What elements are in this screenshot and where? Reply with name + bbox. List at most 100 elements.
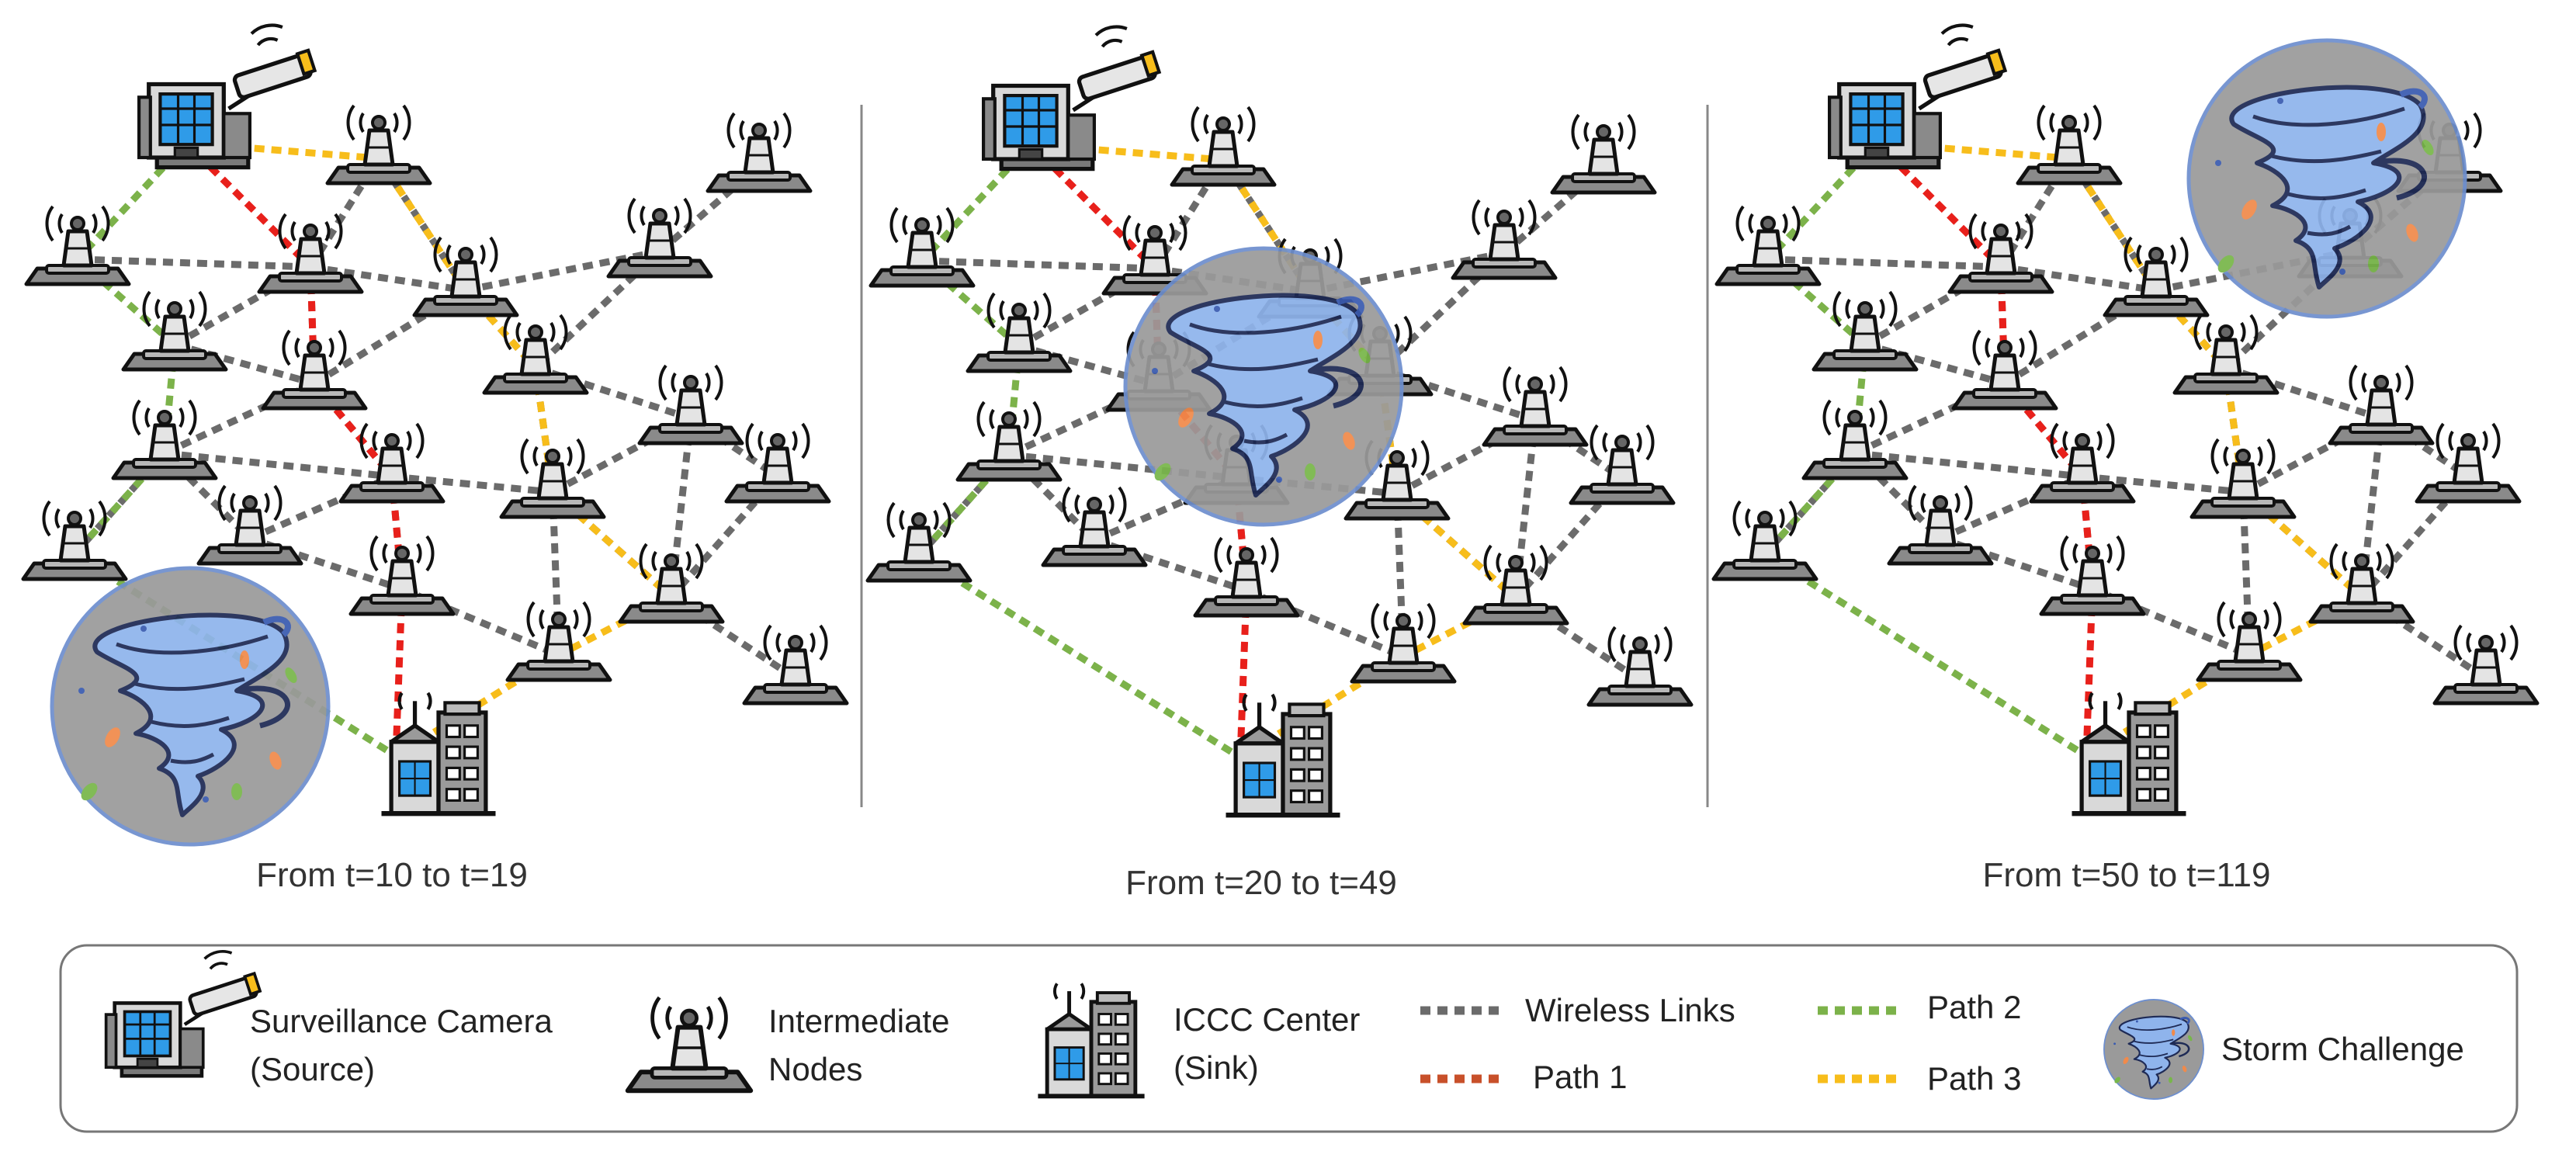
wireless-link <box>164 449 393 480</box>
wireless-link <box>172 264 313 348</box>
wireless-link <box>1245 587 1405 660</box>
legend-nodes-line2: Nodes <box>768 1051 862 1087</box>
wireless-link <box>400 585 560 659</box>
path2-link <box>917 553 1243 761</box>
path1-link <box>1874 140 2004 270</box>
building-camera-icon <box>983 27 1159 169</box>
tornado-storm-icon <box>1125 248 1402 525</box>
antenna-tower-icon <box>1589 627 1691 705</box>
legend-path1-label: Path 1 <box>1533 1059 1627 1095</box>
wireless-link <box>532 248 663 371</box>
antenna-tower-icon <box>1352 604 1454 681</box>
antenna-tower-icon <box>2435 626 2537 703</box>
wireless-link <box>2002 287 2158 387</box>
antenna-tower-icon <box>1172 107 1274 185</box>
antenna-tower-icon <box>726 424 829 501</box>
antenna-tower-icon <box>341 424 443 501</box>
wireless-link <box>310 263 466 294</box>
network-panel-3 <box>1714 26 2537 814</box>
legend: Surveillance Camera (Source) Intermediat… <box>59 944 2519 1133</box>
path1-link <box>1236 590 1250 758</box>
antenna-tower-icon <box>123 292 226 369</box>
antenna-tower-icon <box>414 237 517 315</box>
legend-path2-label: Path 2 <box>1927 989 2021 1025</box>
path3-link <box>1030 140 1224 164</box>
antenna-tower-icon <box>2018 106 2120 183</box>
building-camera-icon <box>139 26 314 168</box>
antenna-tower-icon <box>1954 331 2056 408</box>
wireless-link <box>921 257 1156 272</box>
wireless-link <box>1154 265 1311 296</box>
wireless-link <box>2358 418 2385 598</box>
panel-caption-1: From t=10 to t=19 <box>256 856 528 894</box>
antenna-tower-icon <box>744 626 847 703</box>
path3-link <box>1876 139 2070 162</box>
wireless-link <box>1853 380 2006 457</box>
path1-link <box>392 588 406 757</box>
wireless-link <box>2000 263 2157 294</box>
antenna-tower-icon <box>263 331 366 408</box>
wireless-link <box>1854 449 2083 480</box>
wireless-link <box>1863 264 2003 348</box>
antenna-tower-icon <box>2417 424 2519 501</box>
wireless-link <box>916 452 1012 558</box>
antenna-tower-icon <box>708 113 810 191</box>
wireless-link <box>2066 156 2159 293</box>
wireless-link <box>71 451 168 556</box>
legend-camera-line2: (Source) <box>250 1051 375 1087</box>
wireless-link <box>1512 419 1539 599</box>
panel-caption-3: From t=50 to t=119 <box>1983 856 2271 894</box>
antenna-tower-icon <box>1950 214 2052 292</box>
antenna-tower-icon <box>328 106 430 183</box>
legend-storm-label: Storm Challenge <box>2221 1031 2464 1067</box>
wireless-link <box>2223 248 2353 371</box>
network-panel-1 <box>23 26 847 844</box>
tornado-storm-icon <box>2189 40 2465 317</box>
wireless-link <box>391 473 553 496</box>
antenna-tower-icon <box>2031 424 2134 501</box>
network-panel-2 <box>868 27 1691 816</box>
path2-link <box>1763 551 2089 759</box>
path1-link <box>1028 141 1158 272</box>
tornado-storm-icon <box>2103 998 2205 1101</box>
panel-caption-2: From t=20 to t=49 <box>1125 864 1397 902</box>
network-panels <box>23 26 2537 844</box>
antenna-tower-icon <box>1571 425 1673 503</box>
legend-wireless-label: Wireless Links <box>1525 992 1735 1028</box>
wireless-link <box>376 156 469 293</box>
legend-sink-line2: (Sink) <box>1174 1049 1259 1086</box>
antenna-tower-icon <box>1552 115 1655 192</box>
tornado-storm-icon <box>52 568 328 844</box>
antenna-tower-icon <box>1814 292 1916 369</box>
legend-camera-line1: Surveillance Camera <box>250 1003 553 1039</box>
wireless-link <box>1762 451 1858 556</box>
antenna-tower-icon <box>501 439 604 517</box>
legend-sink-line1: ICCC Center <box>1174 1001 1360 1038</box>
antenna-tower-icon <box>968 293 1070 371</box>
antenna-tower-icon <box>508 602 610 680</box>
wireless-link <box>163 380 316 457</box>
path1-link <box>2082 588 2096 757</box>
antenna-tower-icon <box>2198 602 2300 680</box>
wireless-link <box>550 415 693 495</box>
wireless-link <box>2241 415 2384 495</box>
legend-nodes-line1: Intermediate <box>768 1003 949 1039</box>
wireless-link <box>1767 255 2002 271</box>
path3-link <box>185 139 380 162</box>
antenna-tower-icon <box>1453 200 1555 278</box>
wireless-link <box>2082 473 2244 496</box>
antenna-tower-icon <box>2175 315 2277 393</box>
wireless-link <box>77 255 311 271</box>
legend-path3-label: Path 3 <box>1927 1060 2021 1097</box>
antenna-tower-icon <box>2105 237 2207 315</box>
wireless-link <box>1007 381 1160 459</box>
wireless-link <box>667 418 695 598</box>
wireless-link <box>1395 417 1538 497</box>
antenna-tower-icon <box>484 315 587 393</box>
antenna-tower-icon <box>608 199 711 276</box>
wireless-link <box>1017 265 1157 349</box>
antenna-tower-icon <box>2192 439 2294 517</box>
building-camera-icon <box>1829 26 2005 168</box>
wireless-link <box>312 287 468 387</box>
